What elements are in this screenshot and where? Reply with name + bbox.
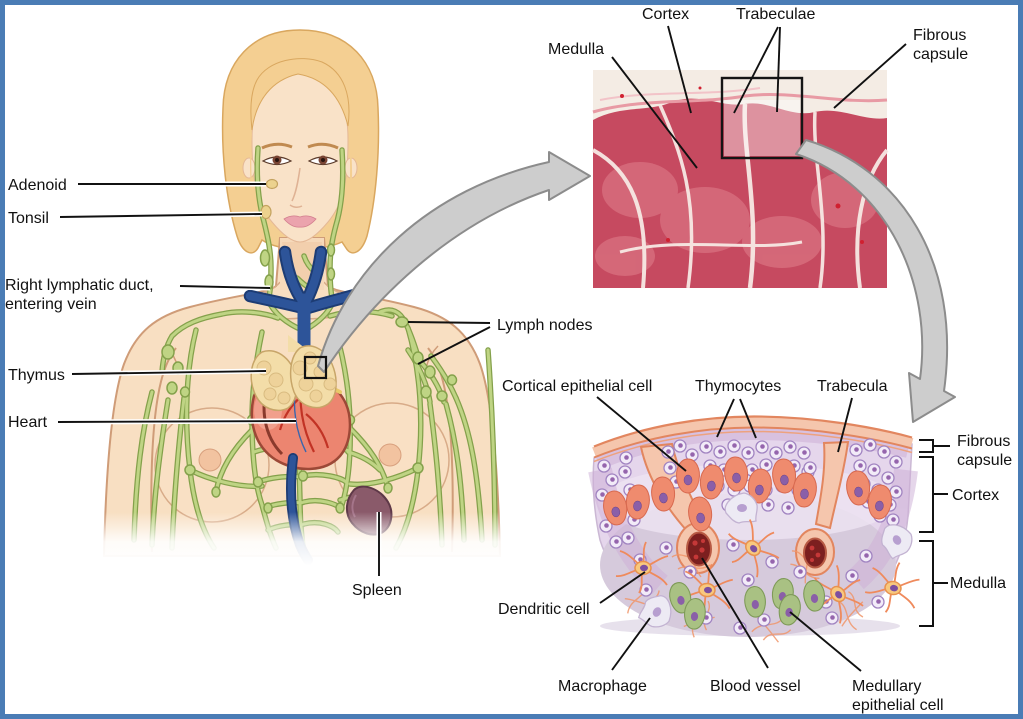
lips bbox=[283, 215, 317, 228]
bracket-medulla bbox=[919, 540, 934, 627]
brackets bbox=[919, 439, 950, 627]
label-duct-line2: entering vein bbox=[5, 296, 97, 313]
label-medullary-line1: Medullary bbox=[852, 678, 922, 695]
label-fibrous-line2: capsule bbox=[913, 46, 969, 63]
pupil-right bbox=[321, 158, 325, 162]
nipple-left bbox=[198, 448, 222, 472]
facial-features bbox=[261, 142, 339, 228]
label-tonsil: Tonsil bbox=[8, 210, 49, 227]
arrow-body-to-micrograph bbox=[317, 151, 591, 373]
label-dendritic-cell: Dendritic cell bbox=[498, 601, 590, 618]
hair-fringe bbox=[250, 58, 350, 131]
label-cortical-epithelial-cell: Cortical epithelial cell bbox=[502, 378, 653, 395]
nose bbox=[289, 167, 303, 209]
micrograph-trabecular-lines bbox=[592, 103, 889, 289]
body-illustration bbox=[90, 29, 515, 566]
blood-vessels bbox=[686, 531, 827, 569]
tonsil-organ bbox=[260, 204, 272, 220]
label-lymph-nodes: Lymph nodes bbox=[497, 317, 593, 334]
label-thymocytes: Thymocytes bbox=[695, 378, 782, 395]
label-blood-vessel: Blood vessel bbox=[710, 678, 801, 695]
face bbox=[251, 67, 349, 243]
figure-fade bbox=[90, 512, 515, 566]
hair-side-right bbox=[344, 126, 353, 240]
macrophage-cells bbox=[637, 492, 913, 628]
label-tissue-fibrous-line1: Fibrous bbox=[957, 433, 1011, 450]
label-tissue-cortex: Cortex bbox=[952, 487, 1000, 504]
highlight-box-micrograph bbox=[720, 76, 804, 160]
micrograph-medulla-patches bbox=[595, 162, 879, 276]
label-macrophage: Macrophage bbox=[558, 678, 647, 695]
label-right-lymphatic-duct: Right lymphatic duct, entering vein bbox=[5, 276, 154, 314]
label-medullary-epithelial-cell: Medullary epithelial cell bbox=[852, 677, 944, 715]
ear-left bbox=[242, 157, 256, 179]
leader-lines-black bbox=[57, 25, 907, 672]
micrograph-red-specks bbox=[620, 86, 864, 244]
medullary-epithelial-cells bbox=[669, 578, 825, 630]
label-tissue-fibrous-line2: capsule bbox=[957, 452, 1013, 469]
bracket-fibrous-capsule bbox=[919, 439, 934, 453]
label-tissue-medulla: Medulla bbox=[950, 575, 1007, 592]
label-duct-line1: Right lymphatic duct, bbox=[5, 277, 154, 294]
thymus-micrograph bbox=[592, 70, 889, 289]
arrow-micrograph-to-tissue bbox=[795, 139, 956, 423]
label-trabecula: Trabecula bbox=[817, 378, 888, 395]
nipple-right bbox=[378, 443, 402, 467]
label-medullary-line2: epithelial cell bbox=[852, 697, 944, 714]
neck-shadow bbox=[282, 242, 322, 288]
label-spleen: Spleen bbox=[352, 582, 402, 599]
magnify-arrows bbox=[317, 139, 956, 423]
tissue-illustration bbox=[588, 415, 920, 643]
label-micrograph-trabeculae: Trabeculae bbox=[736, 6, 816, 23]
pupil-left bbox=[275, 158, 279, 162]
leader-lines bbox=[57, 25, 950, 672]
label-adenoid: Adenoid bbox=[8, 177, 67, 194]
label-micrograph-cortex: Cortex bbox=[642, 6, 690, 23]
label-thymus: Thymus bbox=[8, 367, 65, 384]
highlight-box-thymus bbox=[303, 355, 328, 380]
adenoid-organ bbox=[265, 178, 279, 190]
bracket-cortex bbox=[919, 456, 934, 533]
eyebrow-right bbox=[307, 142, 339, 150]
eyebrow-left bbox=[261, 142, 293, 150]
label-tissue-fibrous-capsule: Fibrous capsule bbox=[957, 432, 1012, 470]
label-micrograph-medulla: Medulla bbox=[548, 41, 605, 58]
label-heart: Heart bbox=[8, 414, 48, 431]
label-fibrous-line1: Fibrous bbox=[913, 27, 967, 44]
cortical-epithelial-cells bbox=[603, 456, 892, 532]
label-micrograph-fibrous-capsule: Fibrous capsule bbox=[913, 26, 968, 64]
